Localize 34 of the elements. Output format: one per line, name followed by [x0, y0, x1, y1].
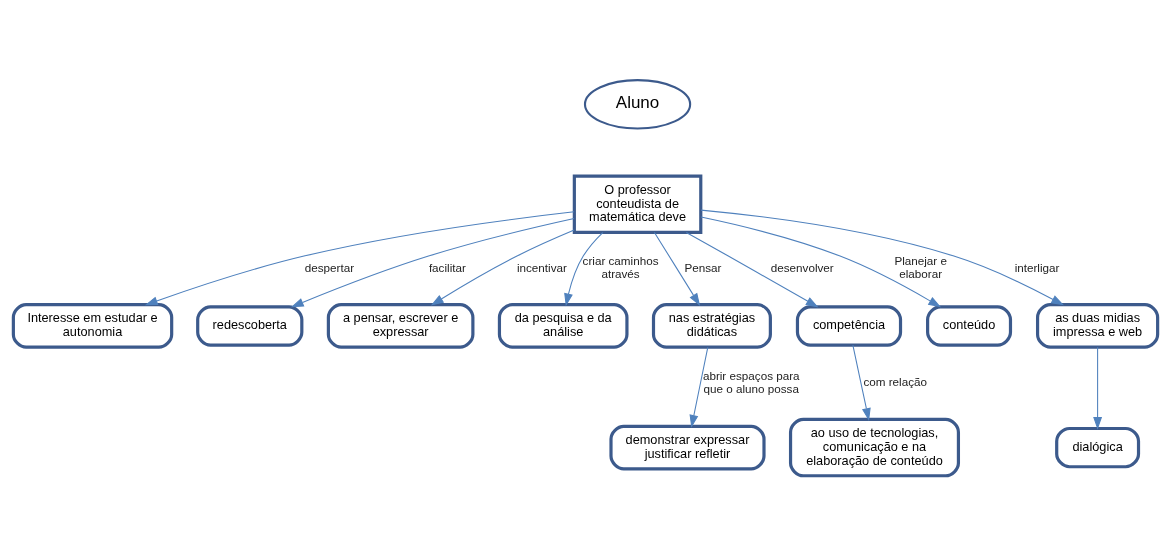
node-box: O professor conteudista de matemática deve — [572, 174, 703, 235]
arrow — [689, 346, 709, 428]
arrow — [653, 231, 701, 306]
node-box: a pensar, escrever e expressar — [326, 303, 475, 349]
arrow — [290, 217, 575, 308]
edge-label: despertar — [304, 260, 355, 274]
edge-label: abrir espaços para que o aluno possa — [702, 368, 800, 395]
edge-label: Planejar e elaborar — [894, 254, 947, 280]
node-box: da pesquisa e da análise — [497, 303, 629, 349]
edge-label: incentivar — [516, 260, 567, 274]
node-box: redescoberta — [196, 305, 304, 347]
edge-label: Pensar — [684, 260, 722, 274]
arrow — [1093, 346, 1103, 430]
arrow — [564, 232, 604, 307]
arrow — [685, 232, 819, 308]
arrow — [144, 211, 575, 306]
node-box: dialógica — [1055, 426, 1141, 469]
node-box: ao uso de tecnologias, comunicação e na elaboração de conteúdo — [788, 417, 960, 478]
arrow — [700, 209, 1064, 306]
node-box: competência — [795, 305, 903, 347]
arrow — [852, 344, 871, 421]
edge-label: facilitar — [428, 260, 466, 274]
edge-label: com relação — [863, 375, 927, 389]
edge-label: desenvolver — [770, 260, 834, 274]
arrow — [700, 216, 942, 308]
node-box: conteúdo — [926, 305, 1013, 347]
edge-label: criar caminhos através — [582, 254, 659, 280]
node-box: nas estratégias didáticas — [651, 303, 772, 349]
node-ellipse: Aluno — [583, 79, 692, 130]
node-box: Interesse em estudar e autonomia — [11, 303, 174, 349]
edge-label: interligar — [1014, 260, 1060, 274]
node-box: demonstrar expressar justificar refletir — [609, 424, 766, 471]
arrow — [430, 229, 575, 306]
node-box: as duas midias impressa e web — [1036, 303, 1160, 349]
